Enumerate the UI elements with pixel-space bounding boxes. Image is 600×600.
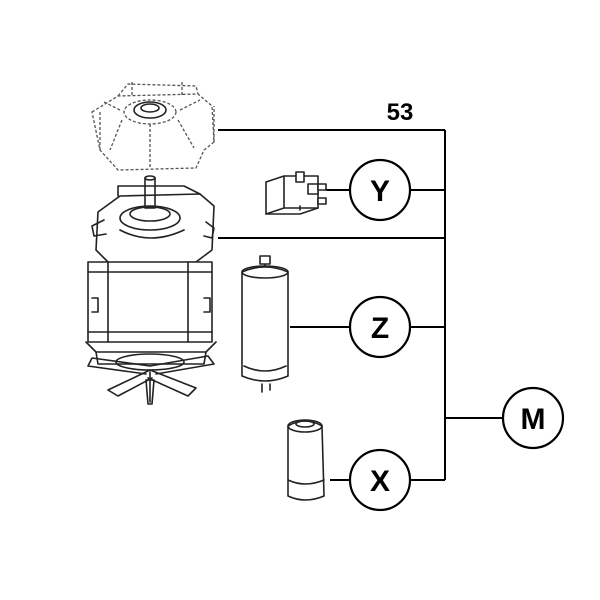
callout-z-label: Z — [371, 312, 389, 345]
callout-y: Y — [348, 158, 412, 222]
callout-y-label: Y — [370, 175, 390, 208]
reference-number: 53 — [387, 99, 414, 126]
switch-component — [265, 171, 327, 215]
callout-m: M — [501, 386, 565, 450]
connector-lines — [218, 129, 503, 481]
callout-x-label: X — [370, 465, 390, 498]
callout-m-label: M — [521, 403, 546, 436]
capacitor-short — [287, 419, 325, 501]
callout-x: X — [348, 448, 412, 512]
callout-z: Z — [348, 295, 412, 359]
motor-top-bracket — [91, 82, 215, 171]
motor-body — [85, 175, 217, 405]
capacitor-tall — [241, 255, 289, 393]
